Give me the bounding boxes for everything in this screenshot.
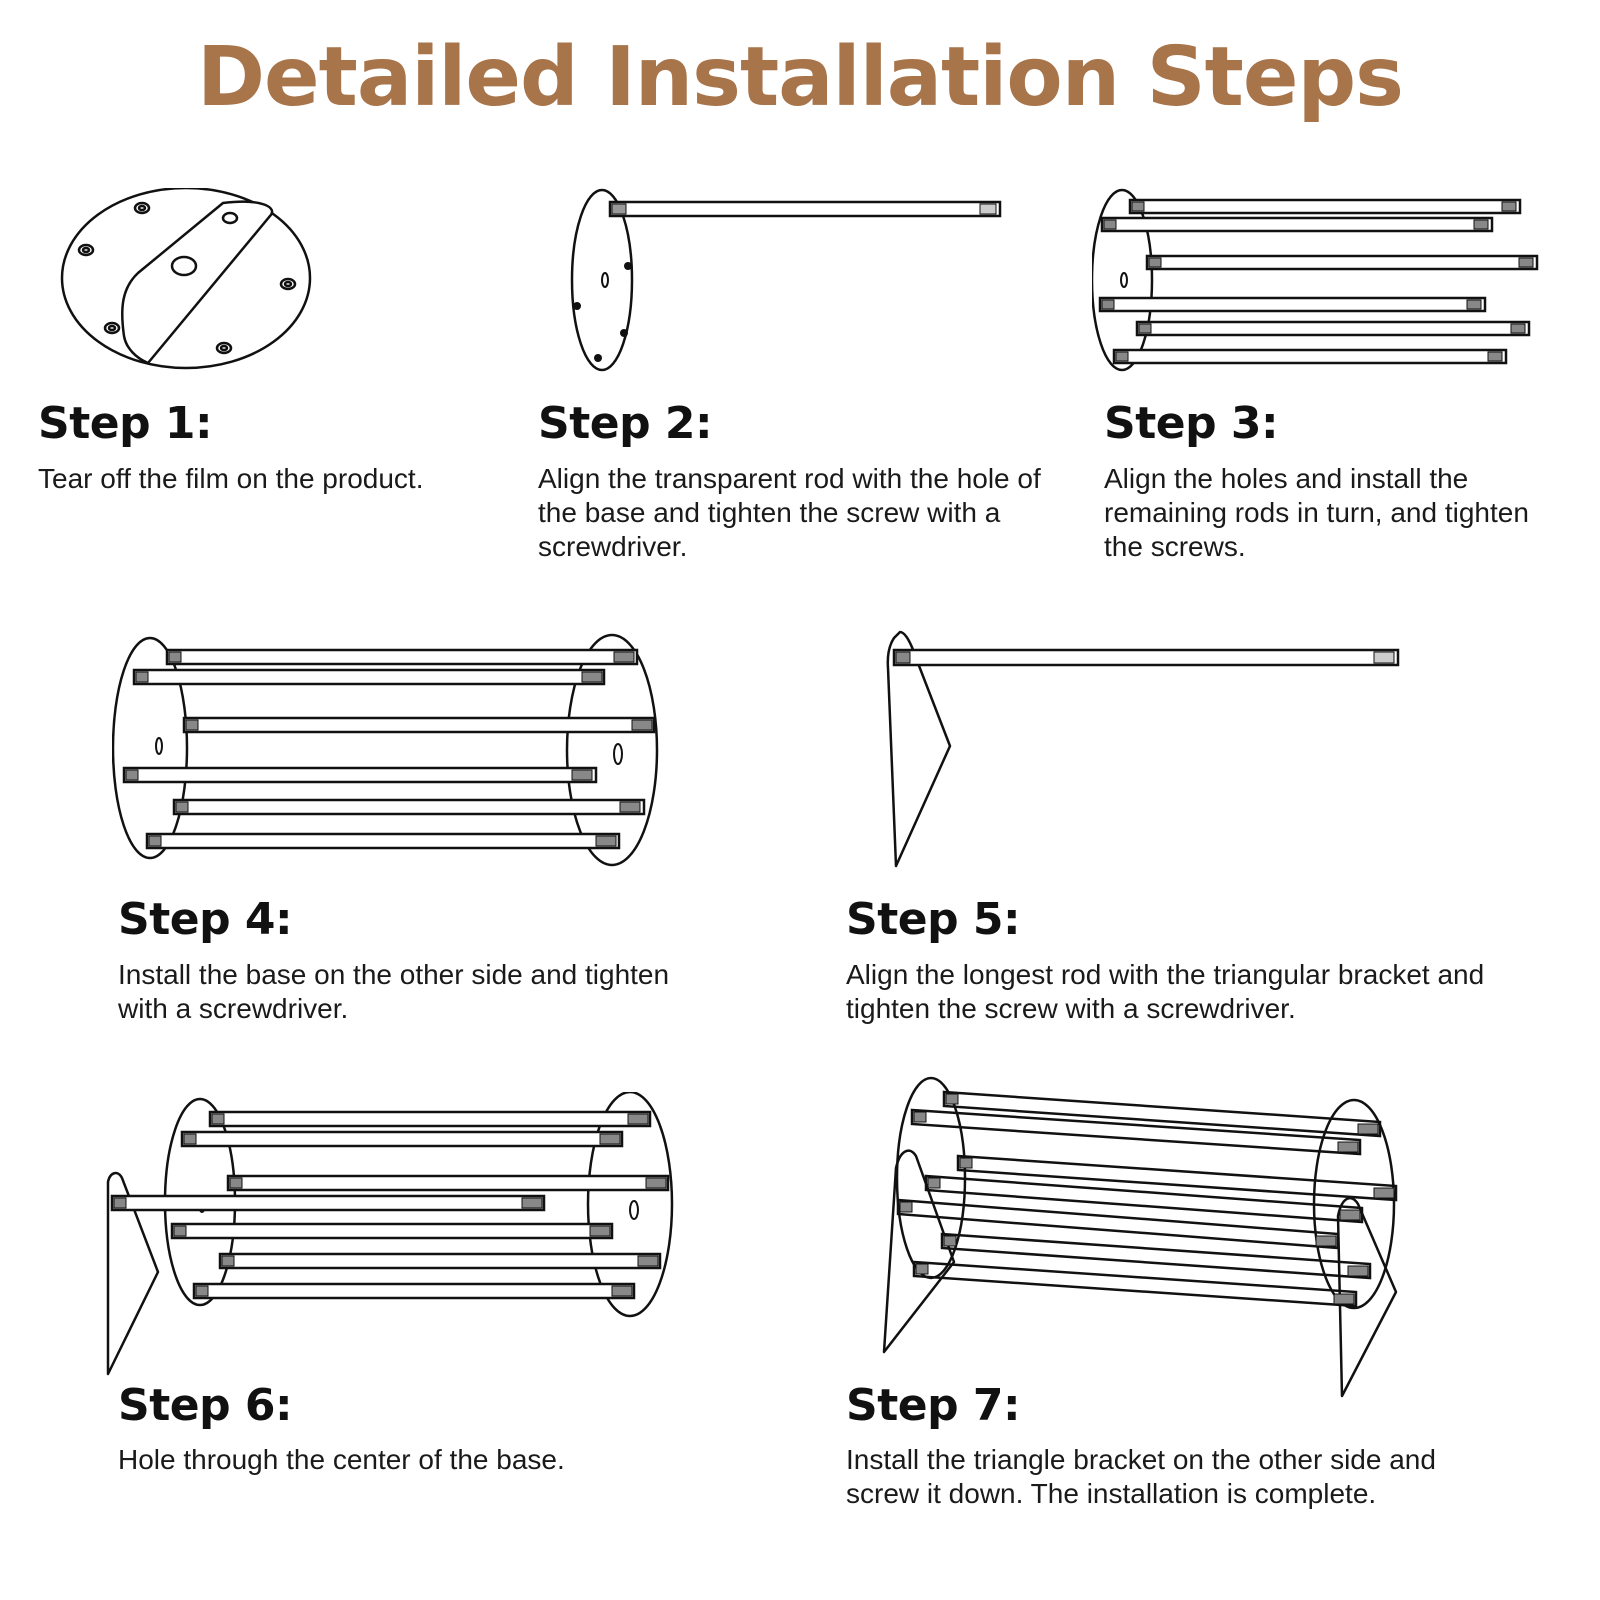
step-1-illustration	[60, 188, 312, 370]
step-4-label: Step 4:	[118, 894, 293, 945]
step-1-description: Tear off the film on the product.	[38, 463, 424, 494]
step-5-label: Step 5:	[846, 894, 1021, 945]
step-2-illustration	[570, 188, 1002, 372]
step-7-description: Install the triangle bracket on the othe…	[846, 1444, 1436, 1509]
step-4-illustration	[112, 633, 659, 867]
step-6-illustration	[106, 1092, 674, 1376]
step-3-illustration	[1092, 188, 1539, 372]
step-5-description: Align the longest rod with the triangula…	[846, 959, 1485, 1024]
step-4-description: Install the base on the other side and t…	[118, 959, 670, 1024]
step-5-illustration	[886, 630, 1400, 868]
step-7-label: Step 7:	[846, 1380, 1021, 1431]
step-3-label: Step 3:	[1104, 398, 1279, 449]
step-2-label: Step 2:	[538, 398, 713, 449]
step-3-description: Align the holes and install the remainin…	[1104, 463, 1529, 562]
step-2-description: Align the transparent rod with the hole …	[538, 463, 1041, 562]
step-6-description: Hole through the center of the base.	[118, 1444, 565, 1475]
page-title: Detailed Installation Steps	[196, 30, 1404, 125]
step-7-illustration	[882, 1076, 1398, 1398]
step-6-label: Step 6:	[118, 1380, 293, 1431]
step-1-label: Step 1:	[38, 398, 213, 449]
